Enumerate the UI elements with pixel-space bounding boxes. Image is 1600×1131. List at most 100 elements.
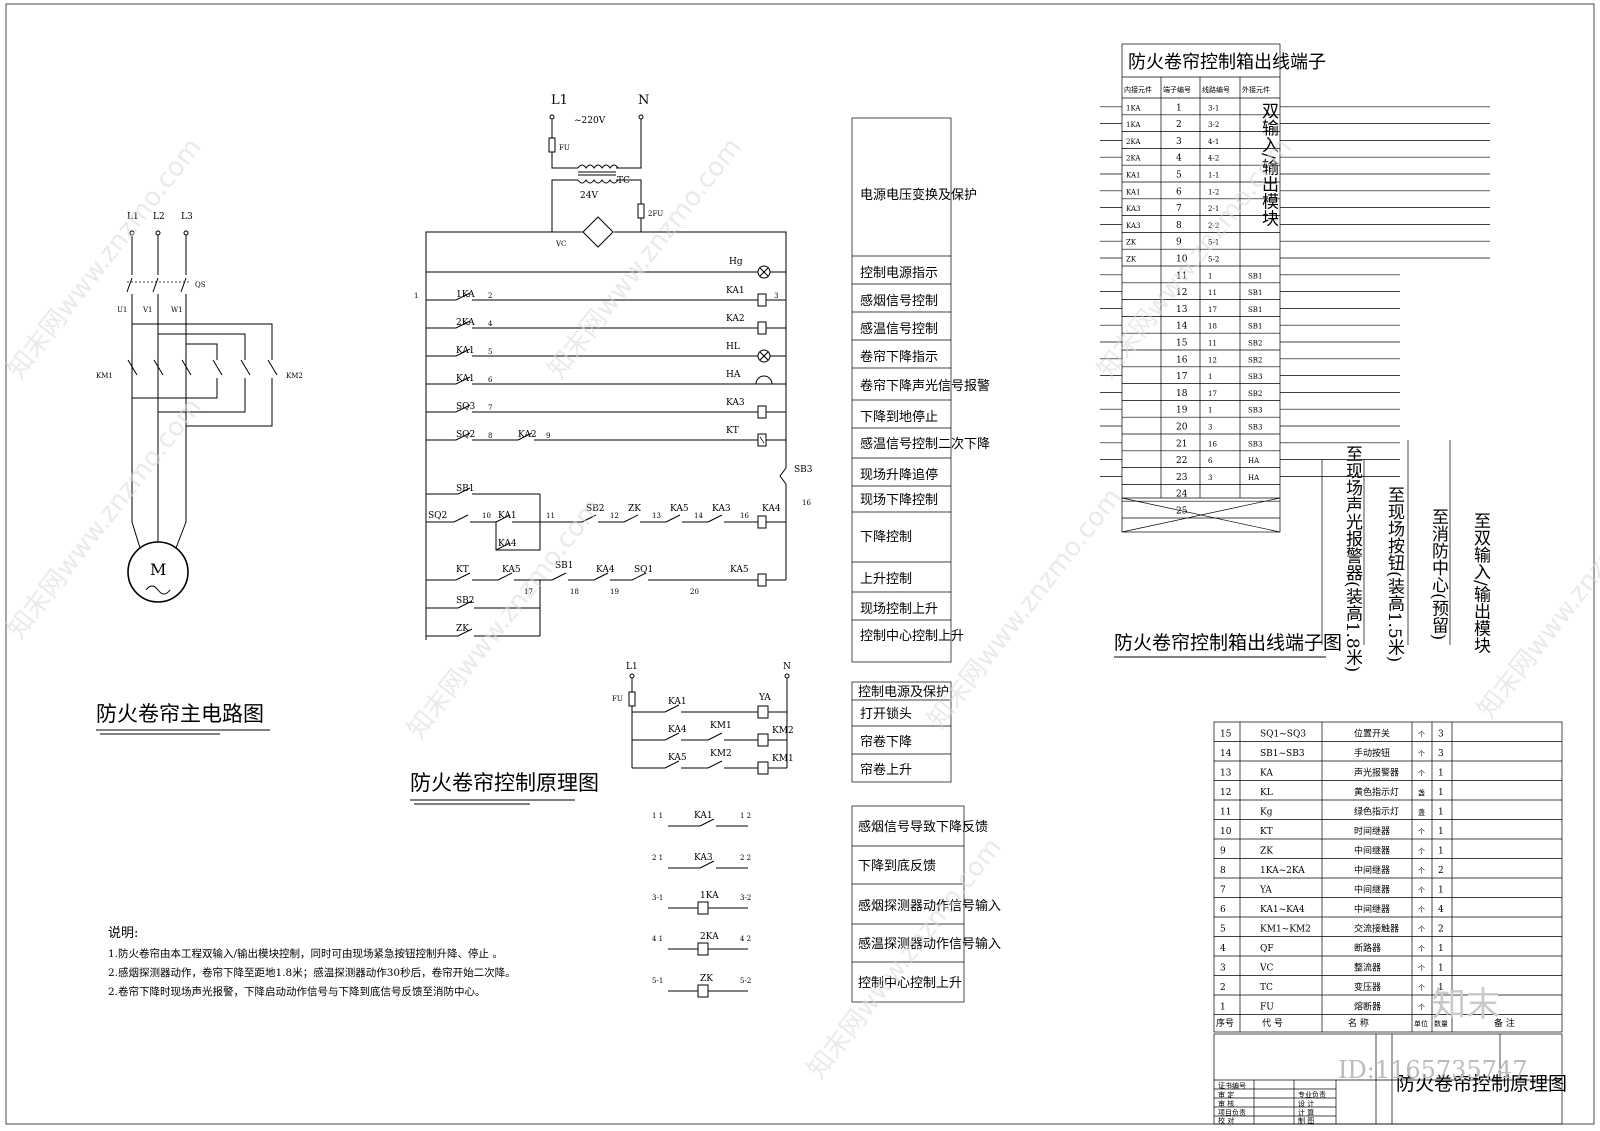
sb3-num: 16 [802, 499, 811, 507]
terminal-cell: SB2 [1248, 340, 1262, 348]
tb-left-2: 审 定 [1218, 1090, 1234, 1099]
parts-cell: 声光报警器 [1354, 767, 1399, 779]
parts-cell: ZK [1260, 847, 1273, 857]
terminal-cell: 22 [1176, 456, 1187, 466]
lower-zk: ZK [628, 504, 641, 514]
sig4-l: 4 1 [652, 935, 663, 943]
terminal-cell: 3 [1208, 424, 1212, 432]
sig4-r: 4 2 [740, 935, 751, 943]
sig1-l: 1 1 [652, 812, 663, 820]
lower-zkb: ZK [456, 624, 469, 634]
lower-sb2: SB2 [586, 504, 605, 514]
output-label-v1: V1 [142, 306, 153, 314]
parts-cell: 6 [1220, 905, 1226, 915]
lock-l1: L1 [626, 662, 638, 672]
parts-cell: 绿色指示灯 [1354, 806, 1399, 818]
row3-left: KA1 [456, 346, 475, 356]
terminal-cell: 8 [1176, 221, 1182, 231]
terminal-cell: 2-2 [1208, 222, 1219, 230]
parts-cell: 盏 [1418, 808, 1425, 817]
terminal-cell: 2KA [1126, 138, 1141, 146]
row-ha: KA1 6 HA [426, 370, 786, 385]
parts-cell: 12 [1220, 788, 1231, 798]
terminal-cell: 2-1 [1208, 205, 1219, 213]
lower-n13: 13 [652, 512, 661, 520]
parts-cell: 1 [1438, 769, 1444, 779]
parts-cell: 3 [1438, 730, 1444, 740]
func2-3: 帘卷下降 [860, 734, 912, 750]
fuse-fu: FU [559, 144, 570, 152]
lock-circuit: L1 N FU KA1 YA KA4 KM1 KM2 KA5 KM2 KM1 [612, 662, 794, 775]
terminal-cell: 11 [1208, 289, 1217, 297]
parts-cell: 2 [1438, 866, 1444, 876]
terminal-cell: SB3 [1248, 424, 1262, 432]
parts-cell: 个 [1418, 1004, 1425, 1012]
func-2: 控制电源指示 [860, 266, 938, 281]
lower-n17: 17 [524, 588, 533, 596]
parts-cell: KA1~KA4 [1260, 905, 1305, 915]
parts-cell: 个 [1418, 731, 1425, 739]
watermark: 知末网www.znzmo.com [922, 483, 1128, 735]
fuse-2fu: 2FU [648, 210, 663, 218]
parts-cell: 个 [1418, 965, 1425, 973]
dest-2: 至现场按钮(装高1.5米) [1384, 486, 1405, 662]
parts-cell: 个 [1418, 828, 1425, 836]
terminal-cell: 7 [1176, 204, 1182, 214]
output-label-w1: W1 [171, 306, 183, 314]
terminal-cell: 23 [1176, 473, 1188, 483]
parts-cell: 中间继器 [1354, 864, 1390, 876]
parts-cell: 3 [1438, 749, 1444, 759]
terminal-cell: 18 [1176, 389, 1188, 399]
terminal-cell: 18 [1208, 323, 1217, 331]
parts-cell: KL [1260, 788, 1273, 798]
func-3: 感烟信号控制 [860, 293, 938, 309]
func2-2: 打开锁头 [860, 706, 912, 722]
terminal-cell: 6 [1208, 457, 1213, 465]
watermark: 知末网www.znzmo.com [402, 493, 608, 745]
row-hg: Hg [426, 257, 786, 279]
main-circuit-title: 防火卷帘主电路图 [96, 702, 264, 726]
lower-n19: 19 [610, 588, 619, 596]
term-head-2: 端子编号 [1163, 85, 1191, 94]
sheet-border [5, 3, 1595, 1125]
func3-3: 感烟探测器动作信号输入 [858, 898, 1001, 914]
parts-cell: Kg [1260, 808, 1273, 818]
sig2-l: 2 1 [652, 854, 663, 862]
terminal-title: 防火卷帘控制箱出线端子 [1128, 52, 1326, 73]
terminal-cell: SB2 [1248, 390, 1262, 398]
sig2-r: 2 2 [740, 854, 751, 862]
terminal-cell: 16 [1176, 355, 1188, 365]
lower-ka4: KA4 [498, 539, 517, 549]
terminal-cell: 17 [1208, 306, 1217, 314]
parts-cell: SQ1~SQ3 [1260, 730, 1306, 740]
terminal-cell: 16 [1208, 440, 1217, 448]
terminal-cell: KA1 [1126, 188, 1140, 196]
terminal-cell: SB1 [1248, 306, 1262, 314]
terminal-cell: 21 [1176, 439, 1187, 449]
sig5-name: ZK [700, 974, 713, 984]
row2-num: 4 [488, 320, 493, 328]
func-11: 下降控制 [860, 530, 912, 545]
terminal-cell: KA1 [1126, 172, 1140, 180]
watermark: 知末网www.znzmo.com [2, 133, 208, 385]
parts-cell: 4 [1438, 905, 1444, 915]
parts-cell: 位置开关 [1354, 728, 1390, 740]
node-1: 1 [414, 292, 418, 300]
func3-2: 下降到底反馈 [858, 858, 936, 874]
parts-cell: 个 [1418, 867, 1425, 875]
terminal-cell: 5 [1176, 171, 1182, 181]
terminal-cell: 9 [1176, 238, 1182, 248]
lower-n10: 10 [482, 512, 491, 520]
parts-cell: 10 [1220, 827, 1232, 837]
lower-kt: KT [456, 565, 469, 575]
row4-left: KA1 [456, 374, 475, 384]
parts-cell: 8 [1220, 866, 1226, 876]
terminal-cell: 1-2 [1208, 188, 1219, 196]
parts-head-5: 数量 [1434, 1019, 1448, 1028]
terminal-cell: 1 [1208, 373, 1212, 381]
terminal-cell: 19 [1176, 406, 1188, 416]
lower-ka3: KA3 [712, 504, 731, 514]
terminal-cell: 1-1 [1208, 172, 1219, 180]
tb-mid-4: 制 图 [1298, 1116, 1314, 1125]
